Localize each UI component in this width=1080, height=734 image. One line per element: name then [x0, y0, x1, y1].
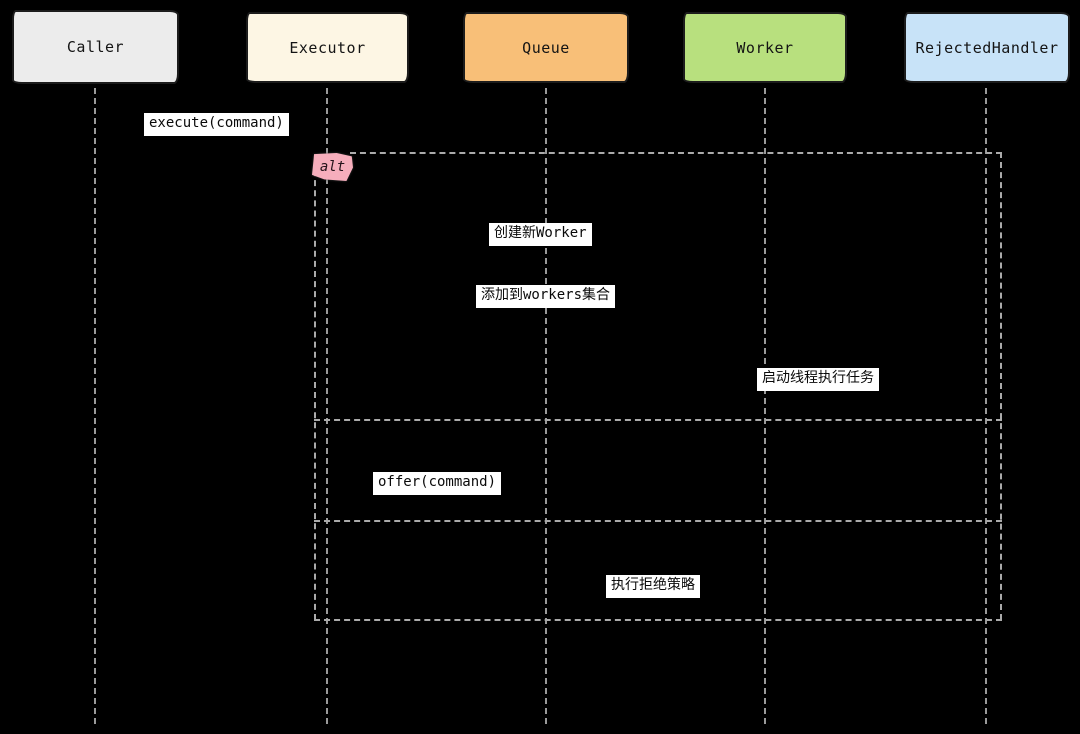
- participant-name-rejectedhandler: RejectedHandler: [915, 38, 1059, 57]
- alt-fragment-label: alt: [312, 153, 353, 181]
- alt-fragment-border-top: [350, 152, 1002, 154]
- alt-fragment-border-right: [1000, 152, 1002, 620]
- participant-box-worker: Worker: [683, 12, 847, 83]
- message-label-add-to-workers-set: 添加到workers集合: [476, 285, 616, 308]
- alt-fragment-border-bottom: [314, 619, 1002, 621]
- lifeline-worker: [764, 88, 766, 724]
- alt-fragment-border-left: [314, 160, 316, 620]
- participant-name-queue: Queue: [522, 38, 570, 57]
- participant-box-executor: Executor: [246, 12, 409, 83]
- lifeline-executor: [326, 88, 328, 724]
- participant-name-worker: Worker: [736, 38, 794, 57]
- lifeline-caller: [94, 88, 96, 724]
- participant-name-executor: Executor: [289, 38, 366, 57]
- message-label-offer-command: offer(command): [373, 472, 502, 495]
- message-label-execute-reject-policy: 执行拒绝策略: [606, 575, 700, 598]
- message-label-start-thread-run-task: 启动线程执行任务: [757, 368, 879, 391]
- alt-fragment-divider-2: [314, 520, 1002, 522]
- participant-box-caller: Caller: [12, 10, 179, 84]
- message-label-create-new-worker: 创建新Worker: [489, 223, 592, 246]
- participant-name-caller: Caller: [66, 38, 125, 56]
- alt-label-text: alt: [319, 159, 346, 175]
- participant-box-rejectedhandler: RejectedHandler: [904, 12, 1070, 83]
- participant-box-queue: Queue: [463, 12, 629, 83]
- message-label-execute-command: execute(command): [144, 113, 289, 136]
- alt-fragment-divider-1: [314, 419, 1002, 421]
- lifeline-rejectedhandler: [985, 88, 987, 724]
- alt-label-shape: [312, 153, 353, 181]
- lifeline-queue: [545, 88, 547, 724]
